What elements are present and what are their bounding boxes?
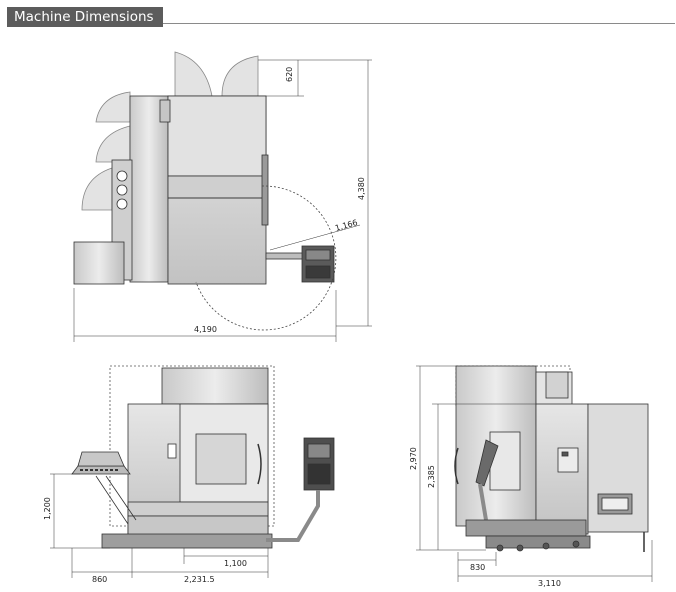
side-view: [416, 365, 653, 582]
dim-4190: 4,190: [194, 325, 217, 334]
dim-1166: 1,166: [334, 218, 358, 233]
dim-1200: 1,200: [43, 497, 52, 520]
top-view: [73, 51, 372, 342]
dim-860: 860: [92, 575, 107, 584]
dim-4380: 4,380: [357, 177, 366, 200]
dim-2231-5: 2,231.5: [184, 575, 215, 584]
dim-3110: 3,110: [538, 579, 561, 588]
door-swing-arcs: [81, 51, 259, 211]
dim-830: 830: [470, 563, 485, 572]
dim-1100: 1,100: [224, 559, 247, 568]
top-swing-circle: [195, 185, 337, 331]
header-rule: [14, 23, 675, 24]
side-operator-arm: [475, 439, 499, 487]
dim-2970: 2,970: [409, 447, 418, 470]
section-title: Machine Dimensions: [7, 7, 163, 27]
front-view: [50, 365, 335, 578]
dim-2385: 2,385: [427, 465, 436, 488]
front-window: [195, 433, 247, 485]
top-body-left: [129, 95, 169, 283]
dim-620: 620: [285, 67, 294, 82]
